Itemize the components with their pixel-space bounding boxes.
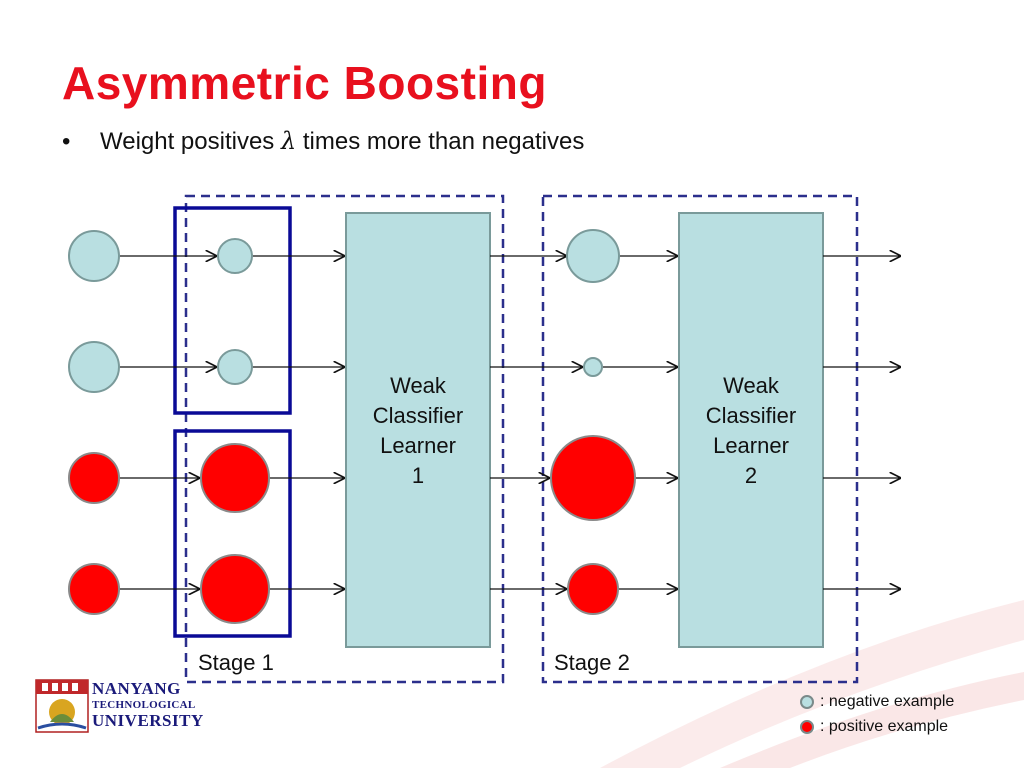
legend-item-negative: : negative example <box>800 689 954 714</box>
stage2-negative-example <box>583 357 603 377</box>
learner-line: 1 <box>411 463 425 488</box>
learner-line: Weak <box>390 373 446 398</box>
negative-group-box <box>173 206 292 415</box>
logo-line-2: TECHNOLOGICAL <box>92 699 196 711</box>
learner-line: 2 <box>744 463 758 488</box>
weak-learner-2-box <box>678 212 824 648</box>
learner-line: Weak <box>723 373 779 398</box>
logo-line-1: NANYANG <box>92 679 181 698</box>
input-positive-example <box>68 452 120 504</box>
slide-title: Asymmetric Boosting <box>62 57 547 109</box>
weak-learner-2-label: Weak Classifier Learner 2 <box>679 371 823 491</box>
weak-learner-1-label: Weak Classifier Learner 1 <box>346 371 490 491</box>
stage-2-box <box>541 194 859 684</box>
stage-2-label: Stage 2 <box>554 650 630 675</box>
negative-dot-icon <box>800 694 814 709</box>
bullet-marker: • <box>62 128 71 155</box>
legend-label: : positive example <box>820 717 949 735</box>
stage1-positive-example <box>200 443 270 513</box>
input-negative-example <box>68 341 120 393</box>
legend-item-positive: : positive example <box>800 714 954 739</box>
legend: : negative example : positive example <box>800 689 954 739</box>
stage-1-label: Stage 1 <box>198 650 274 675</box>
input-positive-example <box>68 563 120 615</box>
stage1-negative-example <box>217 349 253 385</box>
learner-line: Classifier <box>372 403 464 428</box>
stage1-negative-example <box>217 238 253 274</box>
positive-group-box <box>173 429 292 638</box>
stage1-positive-example <box>200 554 270 624</box>
ntu-logo-text: NANYANG TECHNOLOGICAL UNIVERSITY <box>92 679 204 730</box>
input-negative-example <box>68 230 120 282</box>
learner-line: Learner <box>380 433 456 458</box>
bullet-point: • Weight positives λ times more than nega… <box>62 127 584 156</box>
learner-line: Classifier <box>705 403 797 428</box>
bullet-text-after: times more than negatives <box>296 128 585 155</box>
stage-1-box <box>184 194 505 684</box>
learner-line: Learner <box>713 433 789 458</box>
stage2-negative-example <box>566 229 620 283</box>
logo-line-3: UNIVERSITY <box>92 711 204 730</box>
positive-dot-icon <box>800 719 814 734</box>
weak-learner-1-box <box>345 212 491 648</box>
bullet-text-before: Weight positives <box>100 128 281 155</box>
legend-label: : negative example <box>820 692 955 710</box>
lambda-symbol: λ <box>280 127 297 155</box>
ntu-crest-icon <box>35 679 89 733</box>
stage2-positive-example <box>567 563 619 615</box>
stage2-positive-example <box>550 435 636 521</box>
